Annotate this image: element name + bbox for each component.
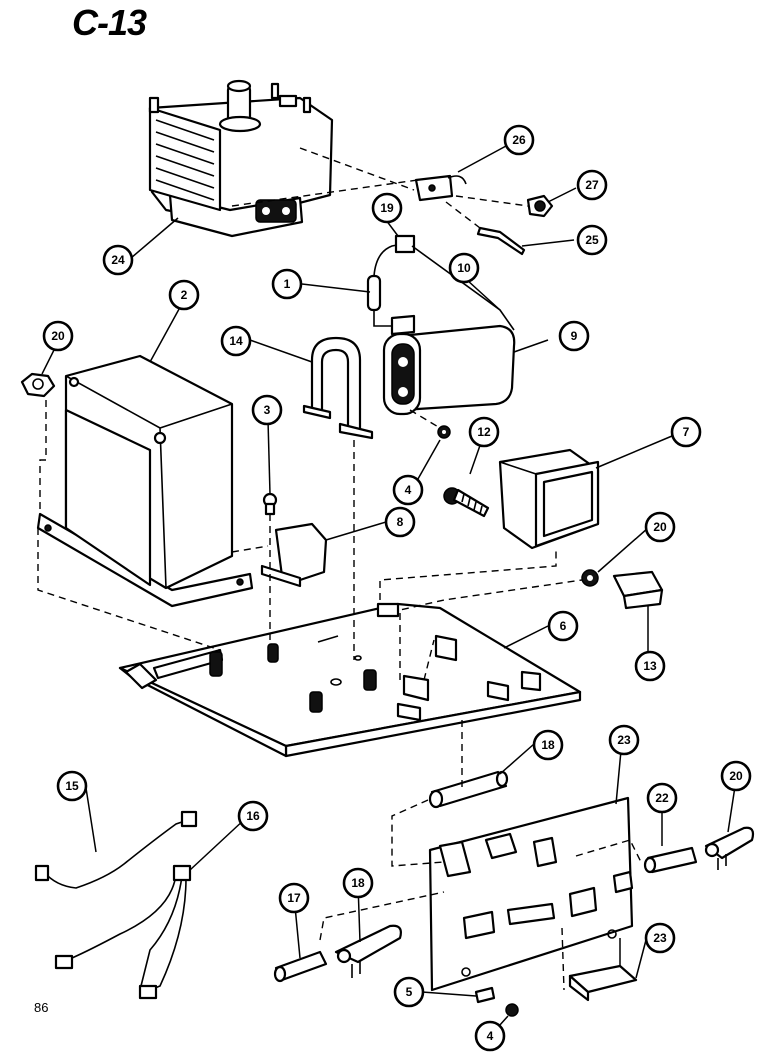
svg-text:13: 13 xyxy=(643,659,657,673)
callout-18-left: 18 xyxy=(342,867,374,899)
screw xyxy=(262,492,278,516)
svg-text:10: 10 xyxy=(457,261,471,275)
low-voltage-transformer xyxy=(498,448,600,550)
callout-6: 6 xyxy=(547,610,579,642)
callout-14: 14 xyxy=(220,325,252,357)
svg-text:18: 18 xyxy=(351,876,365,890)
leader-23-cover xyxy=(635,939,647,979)
callout-17: 17 xyxy=(278,882,310,914)
svg-text:26: 26 xyxy=(512,133,526,147)
svg-text:12: 12 xyxy=(477,425,491,439)
high-voltage-capacitor xyxy=(382,324,516,416)
svg-text:3: 3 xyxy=(264,403,271,417)
svg-text:20: 20 xyxy=(729,769,743,783)
svg-text:7: 7 xyxy=(683,425,690,439)
svg-text:14: 14 xyxy=(229,334,243,348)
capacitor-bracket xyxy=(302,336,374,440)
hex-nut xyxy=(20,372,56,398)
svg-text:20: 20 xyxy=(653,520,667,534)
fuse-right xyxy=(643,846,698,874)
connector-block xyxy=(612,570,664,610)
svg-text:15: 15 xyxy=(65,779,79,793)
callout-20-nut-left: 20 xyxy=(42,320,74,352)
svg-text:6: 6 xyxy=(560,619,567,633)
callout-9: 9 xyxy=(558,320,590,352)
svg-text:5: 5 xyxy=(406,985,413,999)
callout-2: 2 xyxy=(168,279,200,311)
svg-text:2: 2 xyxy=(181,288,188,302)
callout-24: 24 xyxy=(102,244,134,276)
fuse-left xyxy=(273,950,328,983)
thermal-cutout-clip xyxy=(414,174,467,202)
svg-text:8: 8 xyxy=(397,515,404,529)
svg-text:1: 1 xyxy=(284,277,291,291)
callout-12: 12 xyxy=(468,416,500,448)
callout-10: 10 xyxy=(448,252,480,284)
svg-text:19: 19 xyxy=(380,201,394,215)
callout-18-top: 18 xyxy=(532,729,564,761)
relay-block xyxy=(260,522,328,588)
svg-text:27: 27 xyxy=(585,178,599,192)
callout-8: 8 xyxy=(384,506,416,538)
control-circuit-board xyxy=(428,796,634,992)
fuse-holder-left xyxy=(334,924,402,978)
probe-pin xyxy=(476,226,526,256)
base-plate xyxy=(118,602,582,758)
long-screw xyxy=(443,487,490,518)
svg-text:25: 25 xyxy=(585,233,599,247)
page-number: 86 xyxy=(34,1000,49,1015)
high-voltage-transformer xyxy=(36,354,254,608)
fuse xyxy=(428,770,509,809)
spacer xyxy=(474,986,496,1004)
terminal-cover xyxy=(568,964,638,1002)
callout-13: 13 xyxy=(634,650,666,682)
fuse-holder-right xyxy=(704,826,755,870)
callout-22: 22 xyxy=(646,782,678,814)
callout-4-lower: 4 xyxy=(474,1020,506,1052)
magnetron xyxy=(148,79,334,238)
callout-3: 3 xyxy=(251,394,283,426)
high-voltage-diode xyxy=(366,234,515,336)
callout-27: 27 xyxy=(576,169,608,201)
svg-text:18: 18 xyxy=(541,738,555,752)
callout-19: 19 xyxy=(371,192,403,224)
svg-text:9: 9 xyxy=(571,329,578,343)
svg-text:16: 16 xyxy=(246,809,260,823)
bottom-screw xyxy=(505,1003,519,1017)
svg-text:4: 4 xyxy=(487,1029,494,1043)
callout-20-nut-right: 20 xyxy=(644,511,676,543)
svg-text:20: 20 xyxy=(51,329,65,343)
stirrer-motor-part xyxy=(526,194,554,218)
svg-text:24: 24 xyxy=(111,253,125,267)
svg-text:23: 23 xyxy=(617,733,631,747)
callout-25: 25 xyxy=(576,224,608,256)
svg-text:4: 4 xyxy=(405,483,412,497)
wire-harness-16 xyxy=(54,864,192,1000)
svg-text:22: 22 xyxy=(655,791,669,805)
callout-23-cover: 23 xyxy=(644,922,676,954)
assembly-lines xyxy=(37,147,643,991)
callout-4-upper: 4 xyxy=(392,474,424,506)
callout-16: 16 xyxy=(237,800,269,832)
callout-15: 15 xyxy=(56,770,88,802)
leader-lines xyxy=(41,145,737,1037)
callout-1: 1 xyxy=(271,268,303,300)
page-title: C-13 xyxy=(72,2,147,43)
svg-text:23: 23 xyxy=(653,931,667,945)
callout-5: 5 xyxy=(393,976,425,1008)
callout-23-board: 23 xyxy=(608,724,640,756)
svg-text:17: 17 xyxy=(287,891,301,905)
callout-26: 26 xyxy=(503,124,535,156)
nut-right xyxy=(581,569,599,587)
wire-harness-15 xyxy=(34,810,198,889)
callout-20-holder: 20 xyxy=(720,760,752,792)
callout-7: 7 xyxy=(670,416,702,448)
small-screw xyxy=(437,425,451,439)
